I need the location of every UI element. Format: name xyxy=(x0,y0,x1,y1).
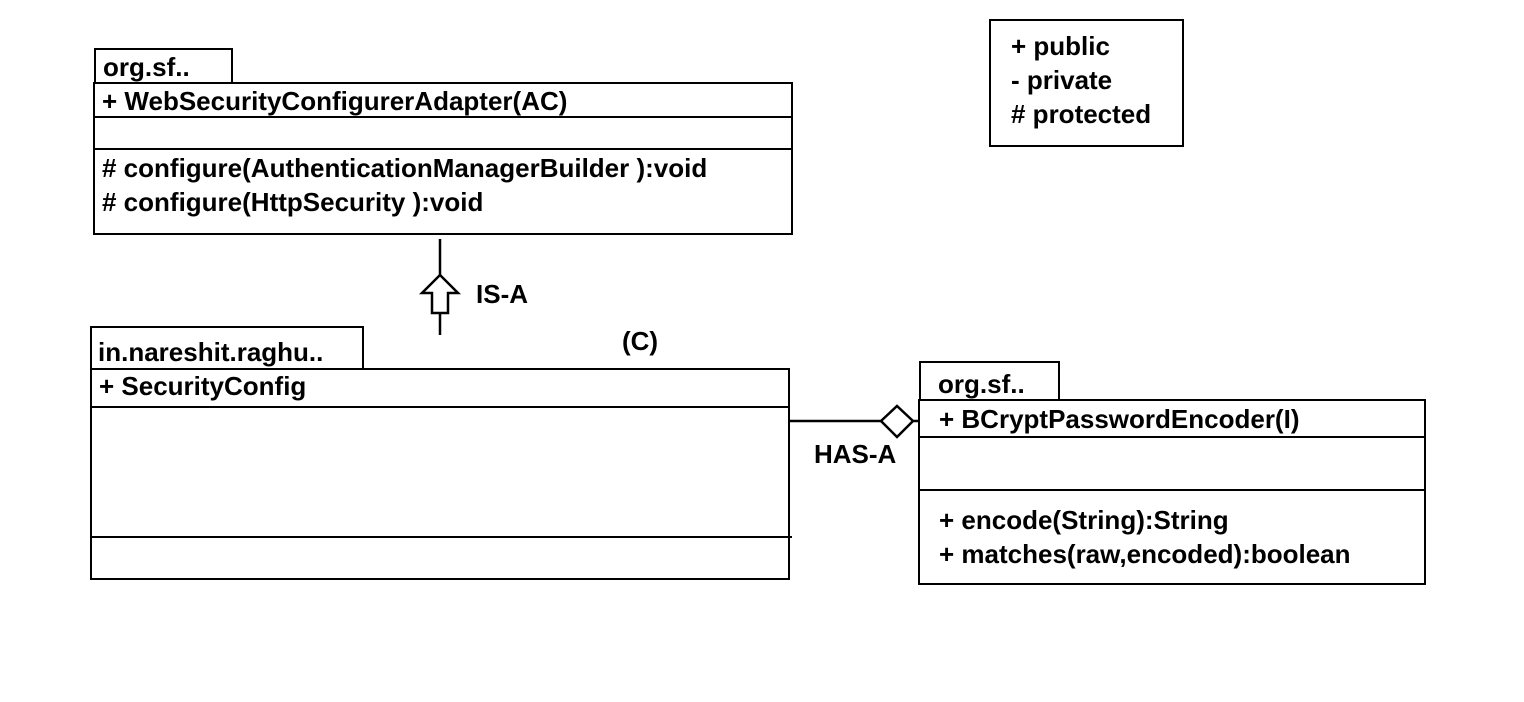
security-config-name-divider xyxy=(90,406,790,408)
encoder-method-1: + encode(String):String xyxy=(939,505,1229,535)
adapter-package-label: org.sf.. xyxy=(103,52,190,82)
legend-box xyxy=(989,19,1184,147)
aggregation-label: HAS-A xyxy=(814,439,897,469)
legend-private: - private xyxy=(1011,65,1113,95)
security-config-class-name: + SecurityConfig xyxy=(99,371,307,401)
adapter-package-tab xyxy=(94,48,233,84)
adapter-method-1: # configure(AuthenticationManagerBuilder… xyxy=(102,153,708,183)
encoder-package-label: org.sf.. xyxy=(938,369,1025,399)
encoder-package-tab xyxy=(919,361,1060,401)
adapter-attributes-divider xyxy=(93,148,793,150)
encoder-attributes-divider xyxy=(918,489,1426,491)
encoder-class-name: + BCryptPasswordEncoder(I) xyxy=(939,404,1300,434)
aggregation-diamond-icon xyxy=(879,404,915,439)
security-config-package-tab xyxy=(90,326,364,370)
encoder-class-box xyxy=(918,399,1426,585)
adapter-method-2: # configure(HttpSecurity ):void xyxy=(102,187,484,217)
legend-protected: # protected xyxy=(1011,99,1152,129)
security-config-package-label: in.nareshit.raghu.. xyxy=(98,337,324,367)
encoder-method-2: + matches(raw,encoded):boolean xyxy=(939,539,1351,569)
adapter-class-box xyxy=(93,82,793,235)
legend-public: + public xyxy=(1011,31,1110,61)
security-config-stereotype: (C) xyxy=(622,326,659,356)
encoder-name-divider xyxy=(918,436,1426,438)
security-config-attributes-divider xyxy=(90,536,792,538)
inheritance-arrow-icon xyxy=(418,273,462,315)
adapter-name-divider xyxy=(93,116,793,118)
adapter-class-name: + WebSecurityConfigurerAdapter(AC) xyxy=(102,86,568,116)
inheritance-label: IS-A xyxy=(476,279,528,309)
security-config-class-box xyxy=(90,368,790,580)
